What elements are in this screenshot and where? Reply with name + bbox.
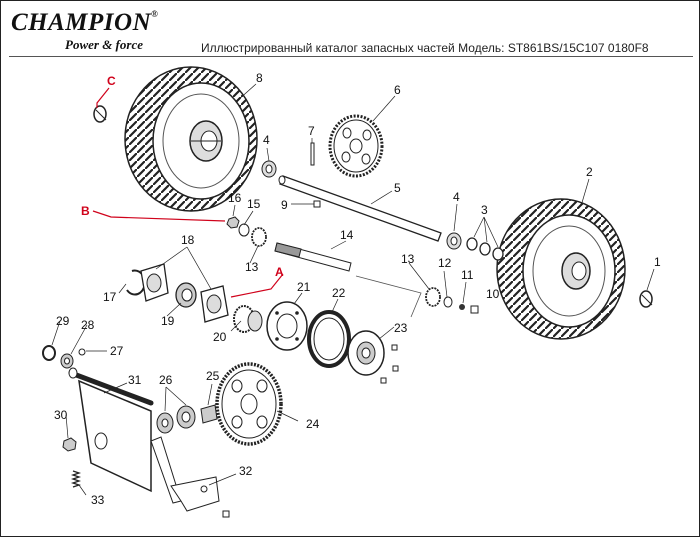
hub-gear: [233, 305, 263, 333]
callout-30: 30: [54, 408, 68, 422]
wheel-left: [124, 66, 258, 212]
callout-labels: 1 2 3 4 4 5 6 7 8 9 10 11 12 13 13 14 15…: [54, 71, 661, 507]
callout-18: 18: [181, 233, 195, 247]
wheel-right: [496, 198, 626, 340]
callout-20: 20: [213, 330, 227, 344]
bolt-ten: [470, 305, 479, 314]
washer-twenty-nine: [42, 345, 56, 361]
header-divider: [9, 56, 693, 57]
reference-leaders: [92, 87, 284, 298]
callout-14: 14: [340, 228, 354, 242]
callout-8: 8: [256, 71, 263, 85]
drive-shaft: [274, 242, 352, 272]
callout-22: 22: [332, 286, 346, 300]
callout-23: 23: [394, 321, 408, 335]
callout-19: 19: [161, 314, 175, 328]
callout-2: 2: [586, 165, 593, 179]
callout-21: 21: [297, 280, 311, 294]
bearing-plate-left: [140, 263, 169, 302]
coupling-part: [200, 404, 218, 424]
callout-13-left: 13: [245, 260, 259, 274]
callout-28: 28: [81, 318, 95, 332]
callout-16: 16: [228, 191, 242, 205]
callout-6: 6: [394, 83, 401, 97]
callout-26: 26: [159, 373, 173, 387]
clip-pin-left: [93, 105, 107, 123]
sprocket-right: [425, 287, 441, 307]
callout-12: 12: [438, 256, 452, 270]
clip-pin-right: [639, 290, 653, 308]
callout-24: 24: [306, 417, 320, 431]
callout-32: 32: [239, 464, 253, 478]
axle-shaft: [278, 175, 442, 242]
bearing-nineteen: [175, 282, 197, 308]
nut-washer-left: [226, 216, 250, 237]
brand-tagline: Power & force: [65, 37, 143, 52]
registered-mark: ®: [151, 9, 159, 19]
callout-4-right: 4: [453, 190, 460, 204]
bearing-plate-right: [200, 285, 229, 323]
callout-11: 11: [461, 268, 474, 282]
callout-25: 25: [206, 369, 220, 383]
bolt-nine: [313, 200, 321, 208]
callout-10: 10: [486, 287, 500, 301]
callout-3: 3: [481, 203, 488, 217]
callout-4-left: 4: [263, 133, 270, 147]
callout-15: 15: [247, 197, 261, 211]
washer-twelve: [443, 296, 453, 308]
nut-thirty: [62, 437, 77, 452]
callout-9: 9: [281, 198, 288, 212]
callout-1: 1: [654, 255, 661, 269]
spacer-twenty-eight: [60, 353, 74, 369]
drive-wheel: [215, 362, 283, 446]
rubber-ring-inner: [313, 317, 345, 361]
bushing-left: [261, 160, 277, 178]
brand-logo: CHAMPION®: [11, 9, 158, 37]
nut-eleven: [459, 304, 465, 310]
ref-letter-c: C: [107, 74, 116, 88]
callout-33: 33: [91, 493, 105, 507]
spring-part: [70, 470, 82, 488]
ref-letter-b: B: [81, 204, 90, 218]
friction-disc: [266, 301, 308, 351]
pin-part: [310, 142, 315, 166]
hub-plate: [347, 330, 399, 384]
leader-bracket: [355, 275, 422, 318]
callout-7: 7: [308, 124, 315, 138]
callout-17: 17: [103, 290, 117, 304]
bearing-pair: [156, 405, 196, 434]
gear-part: [328, 114, 384, 178]
brand-name: CHAMPION: [11, 9, 152, 36]
washers-set: [466, 237, 504, 261]
bushing-right: [446, 232, 462, 250]
shift-bracket: [150, 436, 230, 518]
leader-lines: [51, 83, 655, 496]
callout-27: 27: [110, 344, 124, 358]
pin-twenty-seven: [78, 348, 86, 356]
callout-29: 29: [56, 314, 70, 328]
catalog-title: Иллюстрированный каталог запасных частей…: [201, 41, 649, 55]
reference-letters: C B A: [81, 74, 284, 279]
callout-31: 31: [128, 373, 142, 387]
rubber-ring: [307, 310, 351, 368]
sprocket-left: [251, 227, 267, 247]
ref-letter-a: A: [275, 265, 284, 279]
callout-13-right: 13: [401, 252, 415, 266]
callout-5: 5: [394, 181, 401, 195]
gear-frame: [68, 367, 154, 493]
